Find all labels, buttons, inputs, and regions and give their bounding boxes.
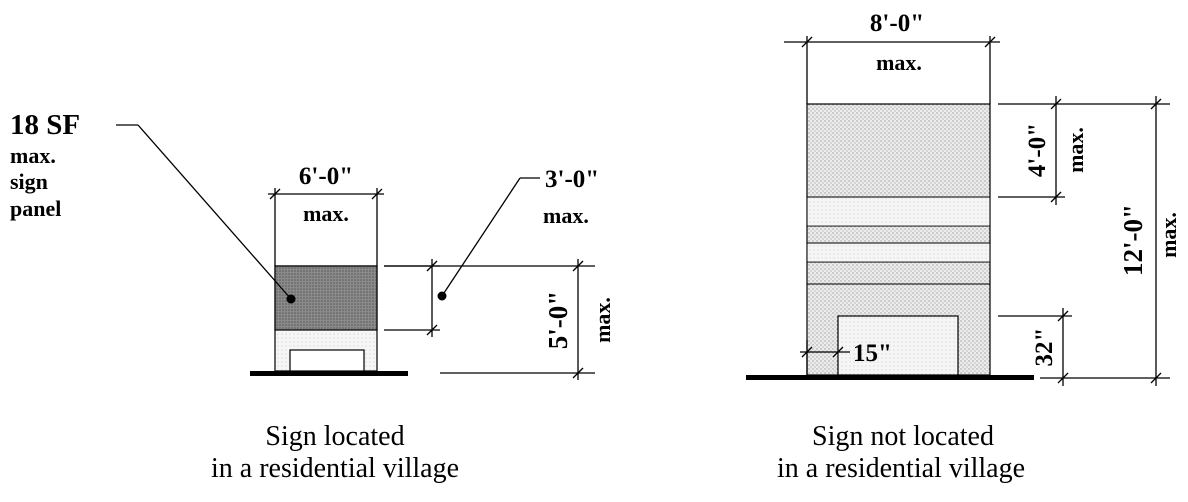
- left-area-label: 18 SF: [10, 109, 80, 141]
- left-panel-leader-dot: [437, 291, 447, 301]
- right-sign-bands: [807, 196, 990, 285]
- right-ground-line: [746, 375, 1034, 380]
- left-sign: 6'-0" max. 3'-0" max. 5'-0" max.: [10, 109, 615, 484]
- right-height-label: 12'-0": [1118, 204, 1148, 276]
- left-width-label: 6'-0": [299, 163, 353, 190]
- right-panel-height-label: 4'-0": [1024, 123, 1051, 177]
- left-width-dimension: [268, 188, 384, 266]
- right-caption-line-1: Sign not located: [812, 421, 994, 452]
- right-offset-label: 15": [853, 340, 892, 367]
- right-sign: 8'-0" max. 4'-0" max. 12'-0" max. 32": [746, 10, 1181, 484]
- right-sign-base: [837, 315, 959, 376]
- left-area-leader: [116, 124, 292, 300]
- right-offset-dimension: [800, 340, 850, 375]
- left-panel-height-dimension: [384, 177, 540, 337]
- left-width-max: max.: [303, 201, 349, 226]
- right-base-height-dimension: [998, 308, 1072, 386]
- left-caption-line-1: Sign located: [265, 421, 404, 452]
- left-area-sub-1: max.: [10, 143, 56, 168]
- right-width-dimension: [784, 36, 1000, 104]
- left-sign-base: [289, 349, 365, 372]
- right-height-max: max.: [1156, 212, 1181, 258]
- left-caption-line-2: in a residential village: [211, 453, 459, 484]
- right-base-height-label: 32": [1031, 328, 1058, 367]
- right-height-dimension: [1040, 96, 1170, 386]
- left-height-label: 5'-0": [543, 291, 573, 349]
- left-height-max: max.: [590, 297, 615, 343]
- left-panel-height-label: 3'-0": [545, 166, 599, 193]
- left-panel-height-max: max.: [543, 203, 589, 228]
- left-area-sub-3: panel: [10, 196, 61, 221]
- left-ground-line: [250, 371, 408, 376]
- right-sign-band-light: [807, 197, 990, 226]
- right-sign-band-light-2: [807, 243, 990, 262]
- right-width-max: max.: [876, 50, 922, 75]
- left-area-leader-dot: [286, 294, 296, 304]
- right-panel-height-dimension: [998, 96, 1170, 205]
- right-panel-height-max: max.: [1063, 127, 1088, 173]
- right-caption-line-2: in a residential village: [777, 453, 1025, 484]
- left-area-sub-2: sign: [10, 169, 48, 194]
- left-height-dimension: [384, 259, 595, 380]
- right-width-label: 8'-0": [870, 10, 924, 37]
